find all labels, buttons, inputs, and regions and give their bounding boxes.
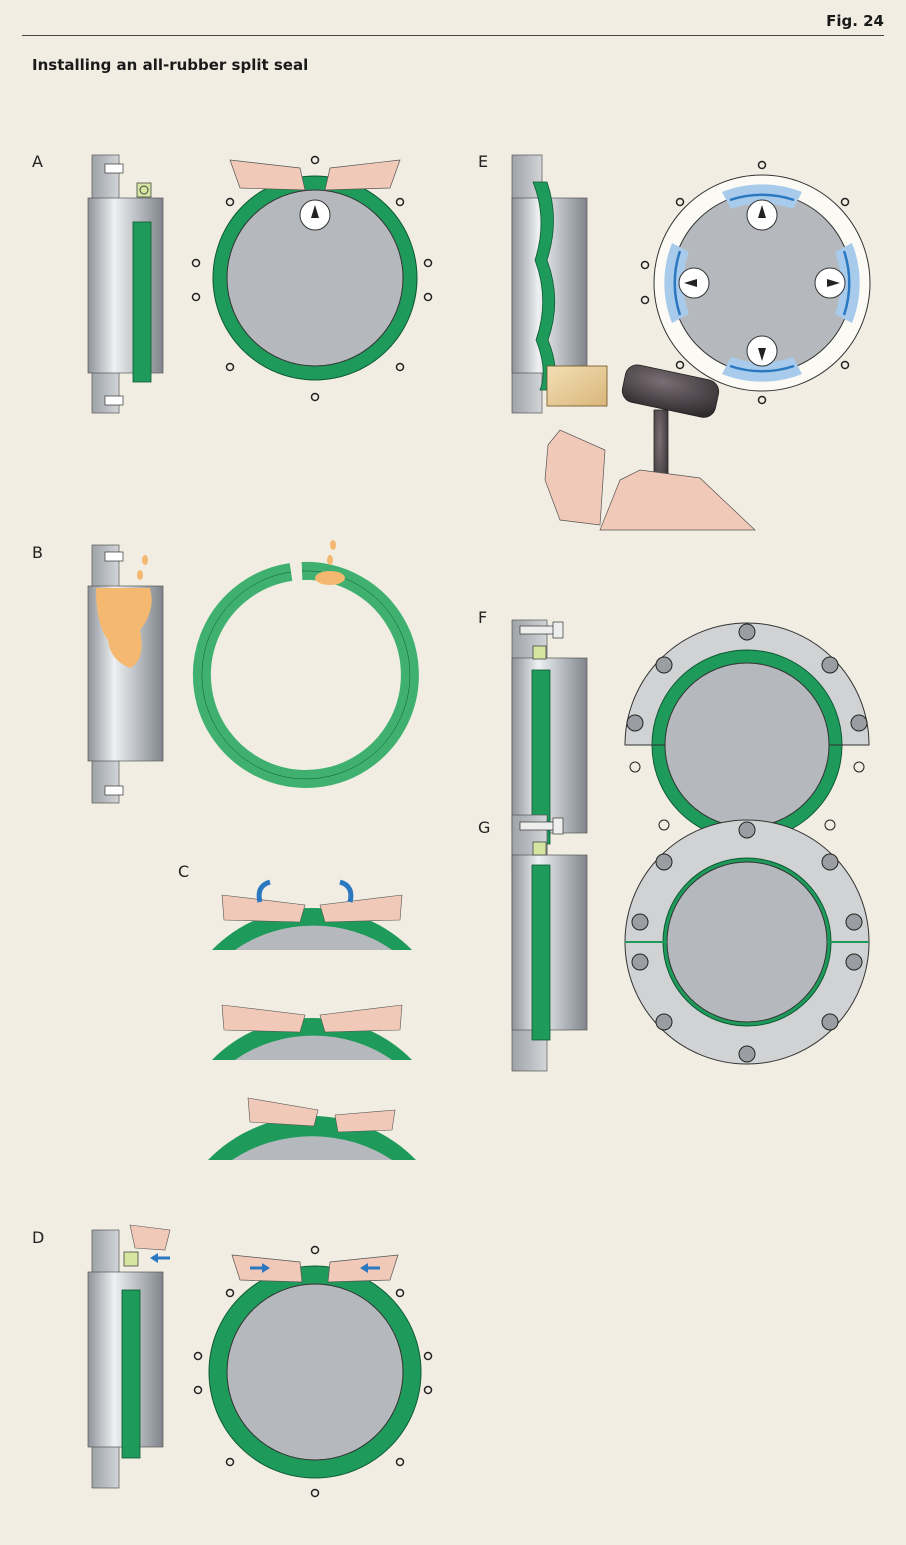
panel-a-front-view [193,157,432,401]
panel-d-side-view [88,1225,170,1488]
panel-e-mallet [600,363,755,530]
panel-e-wood-block [545,366,607,525]
panel-d-front-view [195,1247,432,1497]
panel-b-split-ring [202,540,410,779]
panel-g-side-view [512,815,587,1071]
panel-b-side-view [88,545,163,803]
panel-c-steps [208,882,416,1160]
panel-e-front-view [642,162,871,404]
panel-g-front-view [625,820,869,1064]
panel-a-side-view [88,155,163,413]
